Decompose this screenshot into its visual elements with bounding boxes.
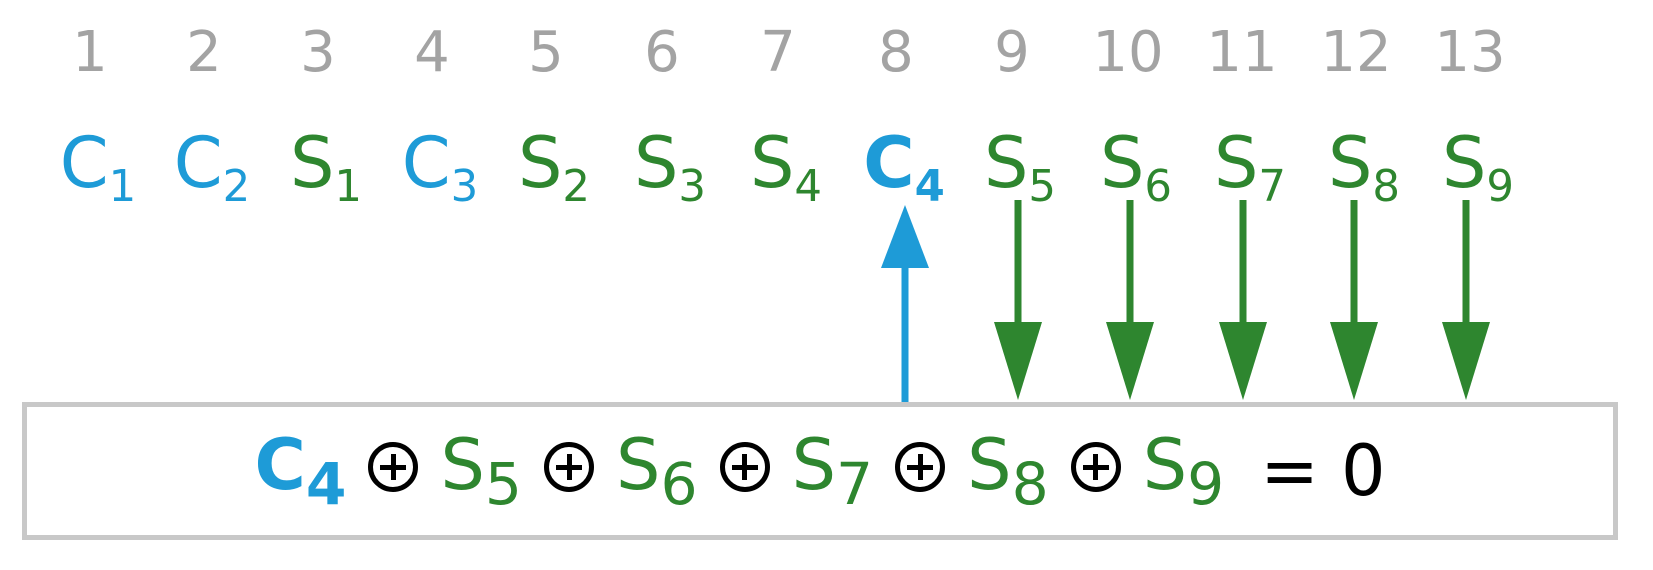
xor-icon [544, 442, 595, 492]
control-symbol: C1 [43, 118, 153, 209]
term-subscript: 6 [660, 450, 698, 518]
position-index: 10 [1092, 20, 1164, 85]
symbol-subscript: 4 [794, 161, 823, 212]
equation-term: S6 [616, 424, 698, 518]
down-arrow [1219, 200, 1267, 400]
symbol-subscript: 3 [678, 161, 707, 212]
symbol-letter: C [173, 122, 223, 204]
position-index: 3 [300, 20, 336, 85]
position-index: 4 [414, 20, 450, 85]
symbol-letter: S [289, 122, 335, 204]
position-index: 9 [994, 20, 1030, 85]
symbol-letter: C [401, 122, 451, 204]
term-letter: S [440, 424, 485, 506]
symbol-subscript: 9 [1486, 161, 1515, 212]
equation-result: 0 [1340, 430, 1386, 512]
term-subscript: 5 [484, 450, 523, 518]
position-index: 8 [878, 20, 914, 85]
xor-icon [719, 442, 770, 492]
symbol-subscript: 3 [450, 161, 479, 212]
symbol-letter: S [1213, 122, 1259, 204]
symbol-subscript: 1 [334, 161, 363, 212]
data-symbol: S1 [271, 118, 381, 209]
symbol-letter: C [863, 122, 915, 204]
down-arrow [1442, 200, 1490, 400]
position-index: 1 [72, 20, 108, 85]
term-letter: S [616, 424, 661, 506]
term-subscript: 7 [836, 450, 874, 518]
position-index: 13 [1434, 20, 1506, 85]
symbol-letter: S [983, 122, 1029, 204]
term-letter: S [791, 424, 837, 506]
equals-sign: = [1260, 430, 1319, 512]
position-index: 7 [760, 20, 796, 85]
symbol-letter: S [1441, 122, 1487, 204]
symbol-letter: S [633, 122, 679, 204]
term-letter: S [967, 424, 1012, 506]
data-symbol: S8 [1309, 118, 1419, 209]
term-subscript: 8 [1011, 450, 1049, 518]
symbol-letter: S [749, 122, 795, 204]
down-arrow-head [1442, 322, 1490, 400]
symbol-letter: S [1327, 122, 1373, 204]
symbol-letter: S [517, 122, 563, 204]
equation-term: S7 [792, 424, 874, 518]
control-symbol: C2 [157, 118, 267, 209]
xor-icon [895, 442, 946, 492]
data-symbol: S5 [965, 118, 1075, 209]
symbol-subscript: 6 [1144, 161, 1173, 212]
down-arrow [1330, 200, 1378, 400]
down-arrow-head [1219, 322, 1267, 400]
term-subscript: 4 [305, 450, 347, 518]
symbol-letter: C [59, 122, 109, 204]
position-index: 6 [644, 20, 680, 85]
down-arrow [1106, 200, 1154, 400]
symbol-subscript: 7 [1258, 161, 1287, 212]
down-arrow [994, 200, 1042, 400]
up-arrow-head [881, 205, 929, 268]
equation-term: S8 [967, 424, 1049, 518]
position-index: 12 [1320, 20, 1392, 85]
symbol-subscript: 5 [1028, 161, 1057, 212]
down-arrow-head [994, 322, 1042, 400]
data-symbol: S9 [1423, 118, 1533, 209]
symbol-subscript: 2 [222, 161, 251, 212]
xor-icon [1070, 442, 1121, 492]
down-arrow-head [1106, 322, 1154, 400]
control-symbol: C3 [385, 118, 495, 209]
symbol-subscript: 4 [914, 161, 945, 212]
term-letter: S [1142, 424, 1188, 506]
down-arrow-head [1330, 322, 1378, 400]
data-symbol: S6 [1081, 118, 1191, 209]
symbol-subscript: 1 [108, 161, 137, 212]
data-symbol: S7 [1195, 118, 1305, 209]
control-symbol: C4 [849, 118, 959, 209]
term-letter: C [254, 424, 306, 506]
data-symbol: S2 [499, 118, 609, 209]
position-index: 2 [186, 20, 222, 85]
equation-term: C4 [255, 424, 347, 518]
symbol-letter: S [1099, 122, 1145, 204]
up-arrow [881, 205, 929, 402]
data-symbol: S3 [615, 118, 725, 209]
term-subscript: 9 [1187, 450, 1225, 518]
position-index: 11 [1206, 20, 1278, 85]
equation-term: S9 [1143, 424, 1225, 518]
position-index: 5 [528, 20, 564, 85]
equation-term: S5 [440, 424, 522, 518]
xor-icon [368, 442, 419, 492]
data-symbol: S4 [731, 118, 841, 209]
symbol-subscript: 8 [1372, 161, 1401, 212]
symbol-subscript: 2 [562, 161, 591, 212]
